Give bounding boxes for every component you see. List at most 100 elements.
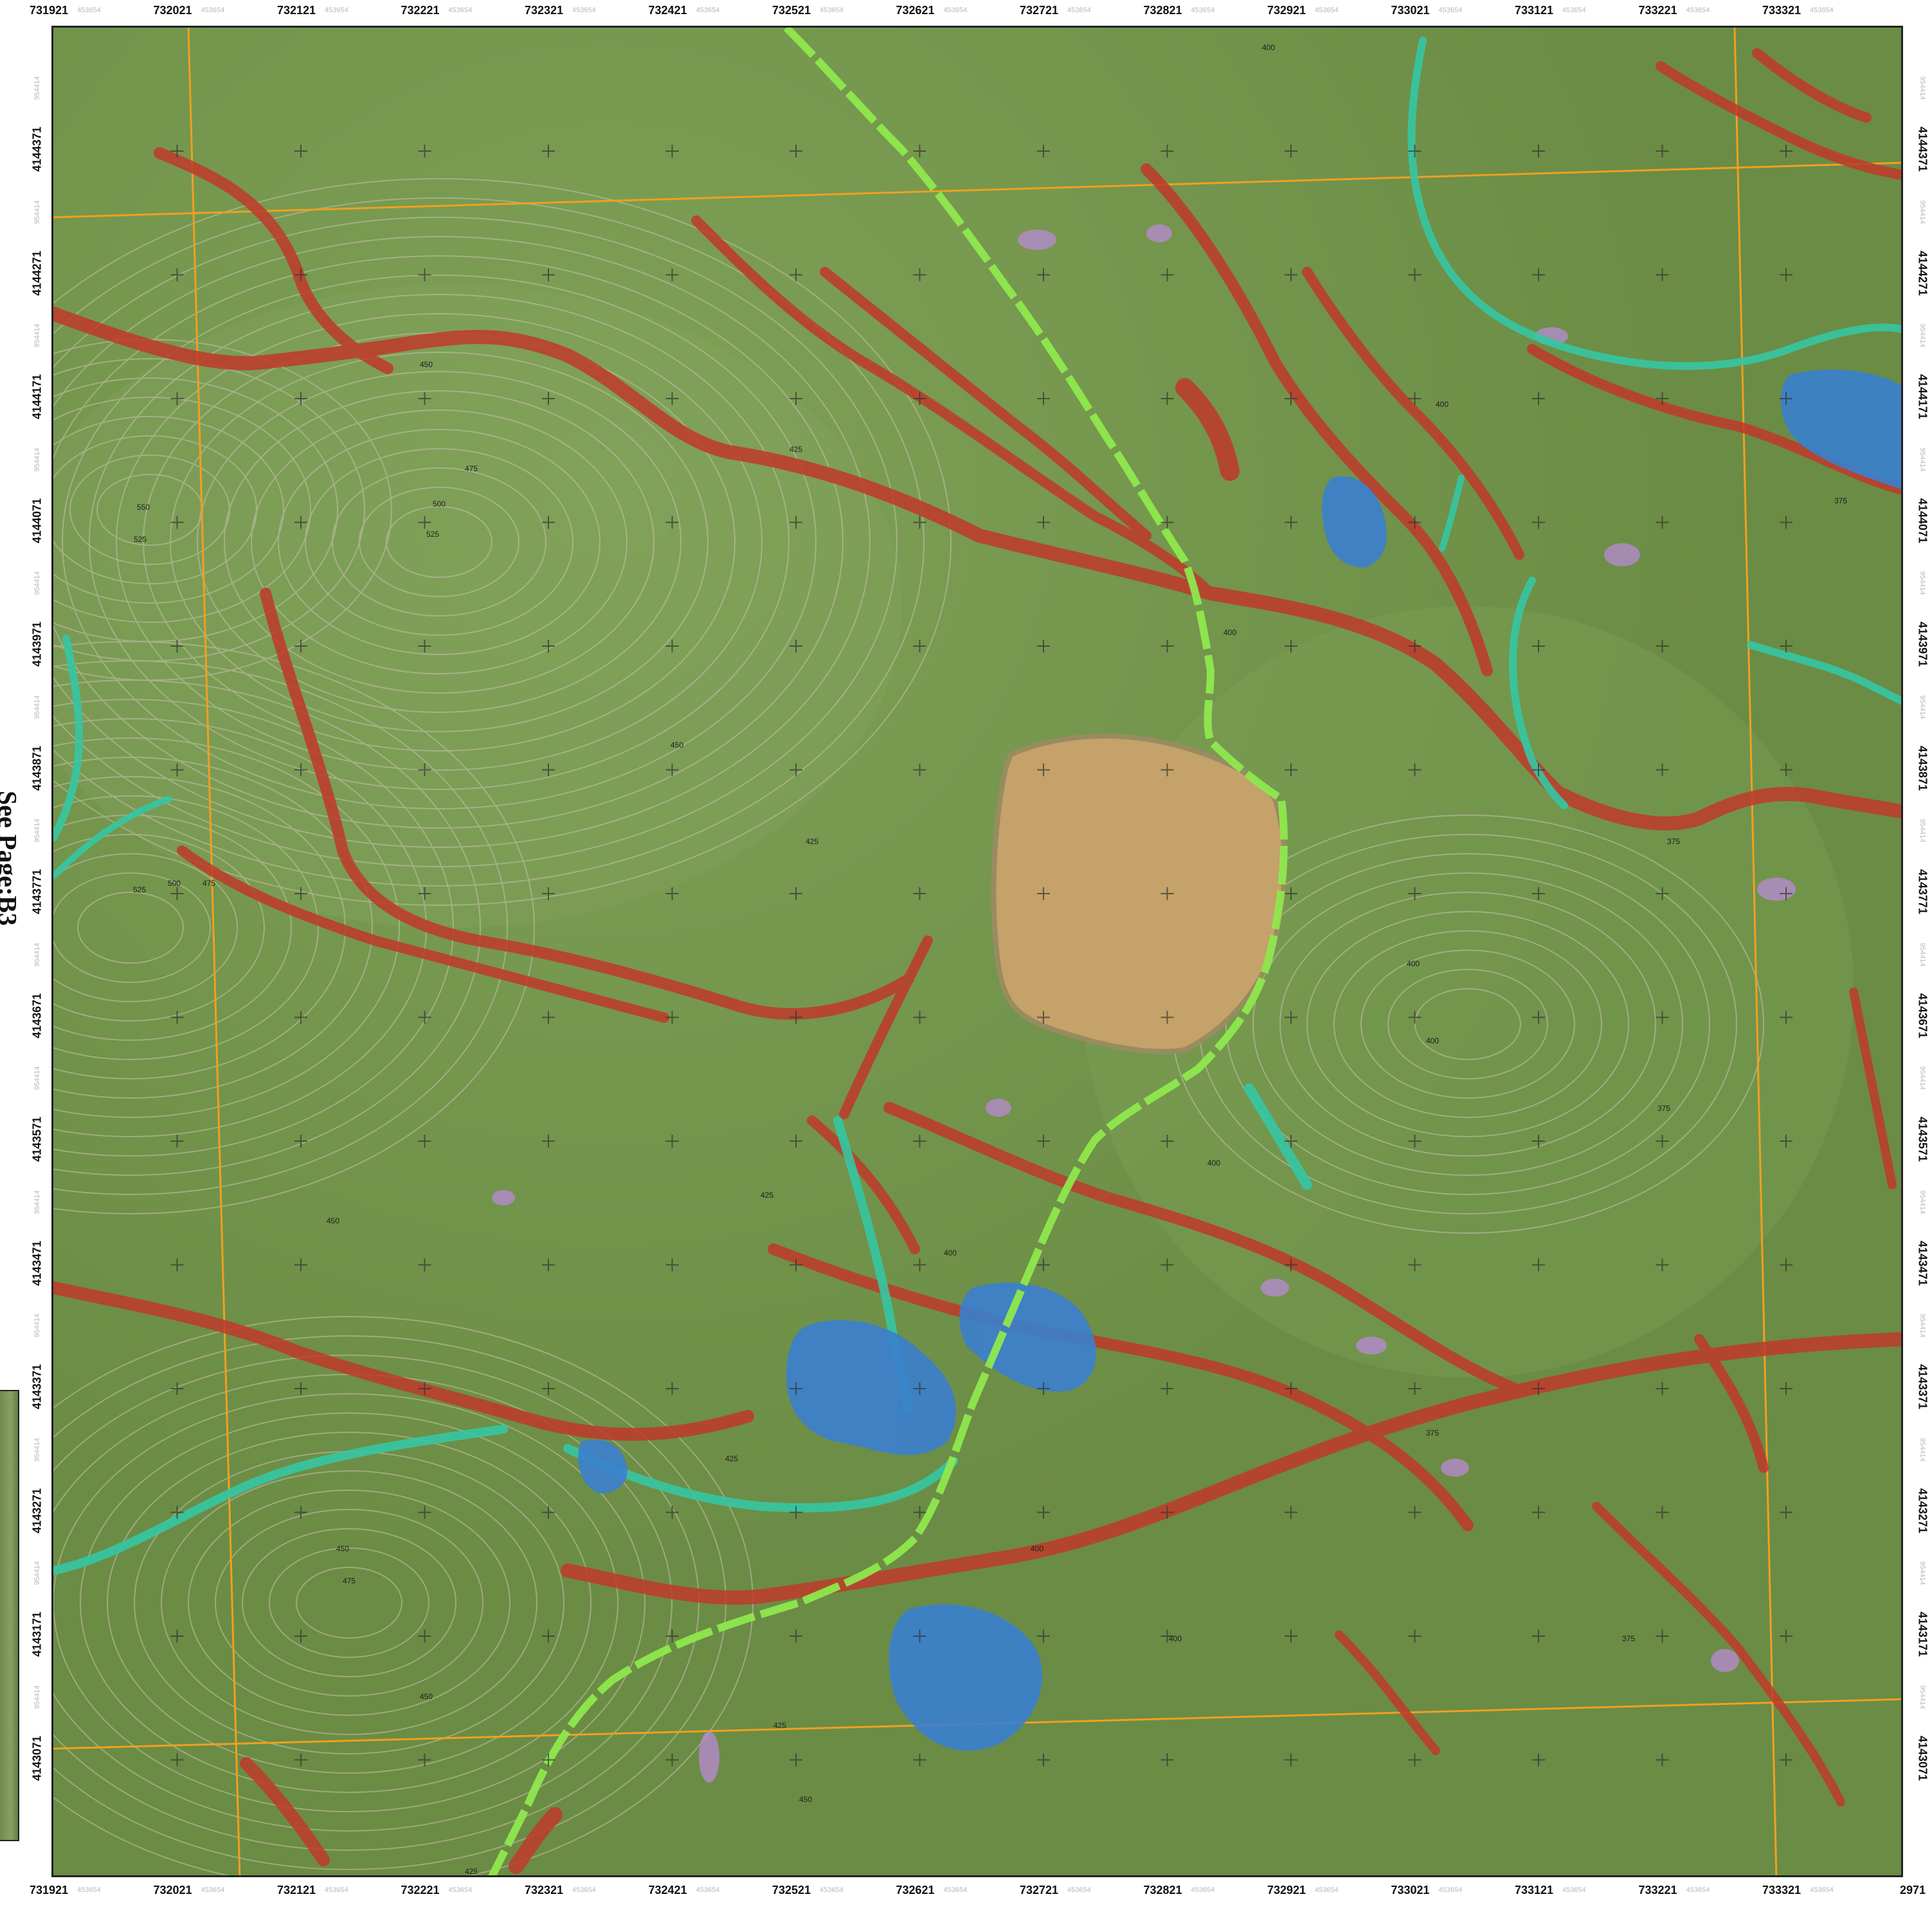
northing-label-left: 4144271 — [30, 250, 44, 296]
crosshair-icon — [294, 1506, 307, 1519]
crosshair-icon — [1285, 1382, 1297, 1395]
crosshair-icon — [790, 1506, 802, 1519]
crosshair-icon — [1532, 268, 1545, 282]
faint-label: 954414 — [33, 942, 41, 966]
inset-map-thumbnail[interactable] — [0, 1390, 19, 1841]
crosshair-icon — [1285, 1630, 1297, 1643]
contour-line — [53, 872, 211, 983]
crosshair-icon — [418, 763, 431, 777]
stream — [1747, 641, 1901, 705]
crosshair-icon — [1780, 1135, 1792, 1148]
crosshair-icon — [1037, 887, 1050, 900]
crosshair-icon — [1656, 887, 1669, 900]
drainage-channel — [768, 1243, 1474, 1531]
stream — [563, 1444, 958, 1513]
crosshair-icon — [1656, 392, 1669, 405]
easting-label-top: 732821 — [1143, 4, 1182, 17]
contour-line — [305, 448, 573, 636]
contour-line — [251, 410, 627, 674]
contour-line — [53, 255, 844, 829]
crosshair-icon — [790, 1382, 802, 1395]
water-body — [786, 1320, 957, 1455]
water-body — [1322, 476, 1387, 568]
crosshair-icon — [542, 763, 555, 777]
stream — [1439, 474, 1465, 552]
faint-label: 453654 — [1315, 1886, 1339, 1894]
contour-line — [386, 506, 492, 578]
crosshair-icon — [170, 763, 184, 777]
crosshair-icon — [1780, 1258, 1792, 1272]
crosshair-icon — [1160, 763, 1174, 777]
map-frame[interactable]: 450 475 500 525 550 525 425 400 400 375 … — [51, 26, 1903, 1877]
contour-lines — [53, 178, 1764, 1875]
faint-label: 453654 — [943, 6, 968, 14]
crosshair-icon — [170, 516, 184, 529]
contour-line — [1333, 930, 1602, 1118]
drainage-channel — [1752, 48, 1872, 123]
northing-label-left: 4144371 — [30, 126, 44, 172]
crosshair-icon — [294, 887, 307, 900]
crosshair-icon — [790, 887, 802, 900]
faint-label: 453654 — [1191, 6, 1215, 14]
northing-label-right: 4143671 — [1916, 993, 1929, 1038]
faint-label: 453654 — [1810, 1886, 1834, 1894]
drainage-channel — [509, 1807, 563, 1874]
crosshair-icon — [294, 640, 307, 653]
contour-label: 525 — [133, 885, 146, 894]
easting-label-top: 733121 — [1515, 4, 1554, 17]
easting-label-bottom: 733321 — [1762, 1884, 1801, 1896]
crosshair-icon — [1532, 1135, 1545, 1148]
crosshair-icon — [1780, 1011, 1792, 1024]
faint-label: 453654 — [1438, 6, 1463, 14]
faint-label: 453654 — [1810, 6, 1834, 14]
drainage-channel — [561, 1332, 1901, 1605]
contour-line — [1252, 872, 1683, 1176]
contour-line — [1360, 950, 1575, 1099]
contour-labels: 450 475 500 525 550 525 425 400 400 375 … — [133, 43, 1847, 1875]
faint-label: 453654 — [572, 6, 596, 14]
contour-label: 400 — [1262, 43, 1275, 52]
easting-label-top: 732221 — [401, 4, 440, 17]
faint-label: 453654 — [820, 1886, 844, 1894]
crosshair-icon — [1656, 1135, 1669, 1148]
crosshair-icon — [1037, 1135, 1050, 1148]
faint-label: 453654 — [696, 1886, 720, 1894]
crosshair-icon — [418, 1753, 431, 1767]
drainage-channel — [691, 215, 1216, 599]
crosshair-icon — [913, 1506, 926, 1519]
easting-label-top: 732421 — [648, 4, 687, 17]
crosshair-icon — [1285, 268, 1297, 282]
northing-label-left: 4143671 — [30, 993, 44, 1038]
stream-features — [53, 37, 1901, 1575]
crosshair-icon — [1037, 1506, 1050, 1519]
road — [488, 28, 1288, 1875]
crosshair-icon — [790, 1630, 802, 1643]
contour-line — [296, 1567, 402, 1639]
crosshair-icon — [542, 1258, 555, 1272]
crosshair-icon — [913, 1382, 926, 1395]
crosshair-icon — [790, 268, 802, 282]
faint-label: 453654 — [1562, 6, 1586, 14]
wetland-patch — [986, 1099, 1011, 1117]
northing-label-right: 4143071 — [1916, 1735, 1929, 1781]
faint-label: 453654 — [201, 6, 225, 14]
crosshair-icon — [170, 1753, 184, 1767]
drainage-channel — [1849, 987, 1897, 1189]
water-body — [1780, 369, 1901, 489]
crosshair-icon — [542, 1753, 555, 1767]
crosshair-icon — [913, 268, 926, 282]
crosshair-icon — [170, 640, 184, 653]
drainage-channel — [839, 935, 933, 1119]
crosshair-icon — [1160, 1258, 1174, 1272]
crosshair-icon — [1532, 392, 1545, 405]
crosshair-icon — [418, 1135, 431, 1148]
contour-label: 400 — [1207, 1158, 1220, 1167]
crosshair-icon — [1408, 1506, 1422, 1519]
crosshair-icon — [790, 640, 802, 653]
easting-label-bottom: 733121 — [1515, 1884, 1554, 1896]
see-page-label[interactable]: See Page:B3 — [0, 791, 23, 926]
crosshair-icon — [1532, 887, 1545, 900]
easting-label-bottom: 731921 — [30, 1884, 69, 1896]
crosshair-icon — [1160, 1506, 1174, 1519]
contour-line — [53, 377, 338, 642]
